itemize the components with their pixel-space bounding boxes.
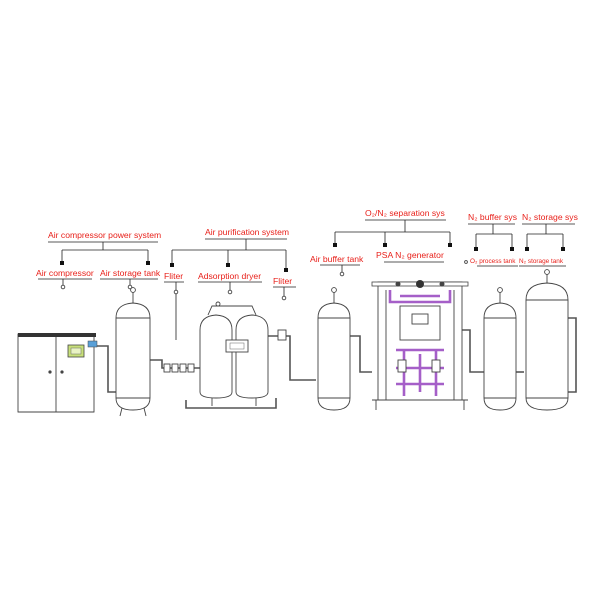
label-filter-1: Fliter xyxy=(164,271,183,281)
psa-n2-generator xyxy=(371,280,469,410)
label-air-buffer-tank: Air buffer tank xyxy=(310,254,364,264)
label-air-storage-tank: Air storage tank xyxy=(100,268,161,278)
label-adsorption-dryer: Adsorption dryer xyxy=(198,271,261,281)
air-storage-tank xyxy=(115,287,151,417)
label-n2-buffer-sys: N₂ buffer sys xyxy=(468,212,517,222)
inline-filters xyxy=(163,329,287,373)
label-air-compressor-power-system: Air compressor power system xyxy=(48,230,161,240)
n2-storage-tank xyxy=(525,269,569,411)
label-tree-lines xyxy=(38,219,575,296)
label-psa-n2-generator: PSA N₂ generator xyxy=(376,250,444,260)
adsorption-dryer xyxy=(199,301,269,406)
pointer-markers xyxy=(60,260,468,340)
label-n2-storage-sys: N₂ storage sys xyxy=(522,212,578,222)
pipes xyxy=(96,317,577,409)
label-air-compressor: Air compressor xyxy=(36,268,94,278)
labels: Air compressor power system Air compress… xyxy=(36,208,578,286)
label-n2-storage-tank: N₂ storage tank xyxy=(519,258,564,265)
label-air-purification-system: Air purification system xyxy=(205,227,289,237)
label-o2-n2-separation-sys: O₂/N₂ separation sys xyxy=(365,208,445,218)
label-filter-2: Fliter xyxy=(273,276,292,286)
air-compressor-cabinet xyxy=(17,333,98,413)
label-o2-process-tank: O₂ process tank xyxy=(470,258,516,265)
n2-buffer-tank xyxy=(483,287,517,411)
air-buffer-tank xyxy=(317,287,351,411)
